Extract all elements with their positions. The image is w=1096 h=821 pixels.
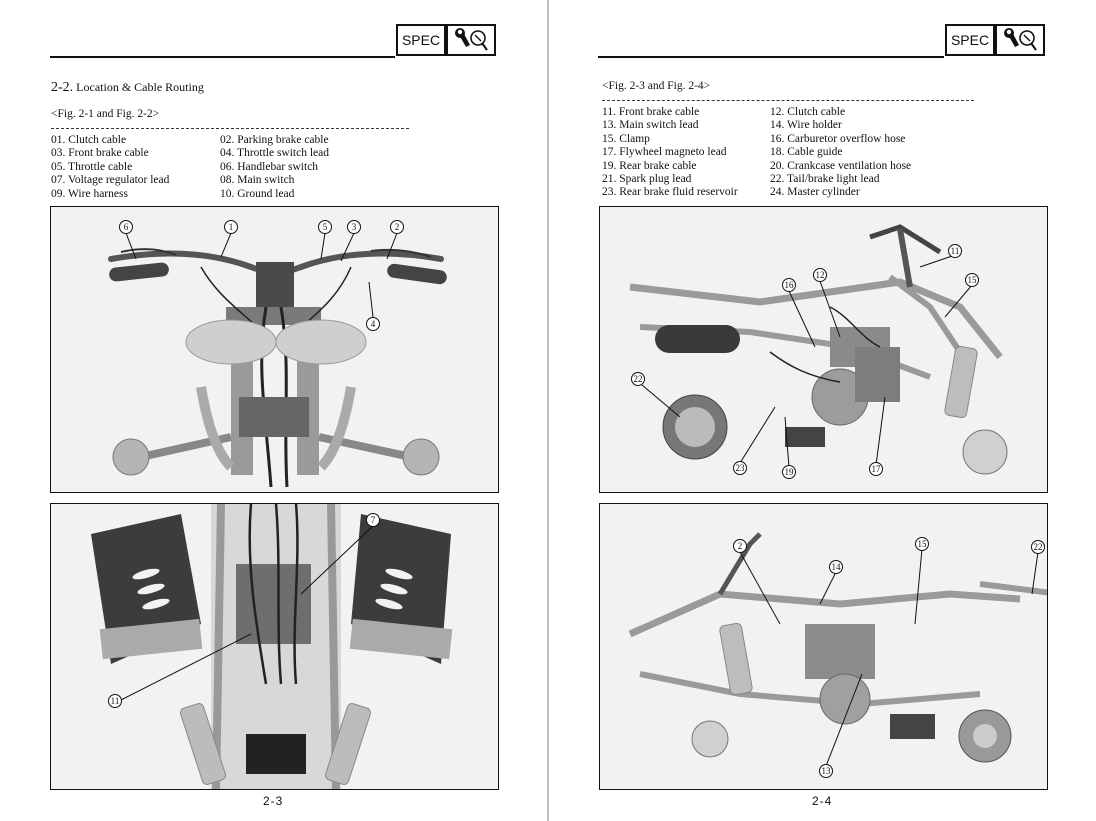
legend-item: 13. Main switch lead bbox=[602, 119, 699, 132]
legend: 11. Front brake cable 13. Main switch le… bbox=[602, 106, 1042, 202]
legend-item: 19. Rear brake cable bbox=[602, 159, 697, 172]
header-rule bbox=[50, 56, 395, 58]
legend-item: 22. Tail/brake light lead bbox=[770, 173, 880, 186]
figure-left-side-view: 11 16 12 15 22 23 19 17 bbox=[599, 206, 1048, 493]
left-page: SPEC 2-2. Location & Cable Routing <Fig.… bbox=[0, 0, 547, 821]
legend-item: 01. Clutch cable bbox=[51, 134, 127, 146]
legend-item: 14. Wire holder bbox=[770, 119, 842, 132]
callout-label: 15 bbox=[918, 539, 928, 549]
legend-item: 04. Throttle switch lead bbox=[220, 147, 330, 160]
right-page: SPEC <Fig. 2-3 and Fig. 2-4> 11. Front b… bbox=[549, 0, 1096, 821]
callout-label: 17 bbox=[872, 464, 882, 474]
spec-label: SPEC bbox=[401, 32, 441, 48]
legend-item: 06. Handlebar switch bbox=[220, 160, 319, 173]
legend-item: 24. Master cylinder bbox=[770, 186, 860, 199]
callout-label: 3 bbox=[352, 222, 357, 232]
legend-item: 05. Throttle cable bbox=[51, 160, 133, 173]
legend-item: 12. Clutch cable bbox=[770, 106, 846, 118]
spec-badge: SPEC bbox=[945, 24, 995, 56]
legend-item: 03. Front brake cable bbox=[51, 147, 149, 160]
dashed-divider bbox=[602, 100, 974, 101]
atv-front-illustration: 6 1 5 3 2 4 bbox=[51, 207, 498, 492]
section-title: 2-2. Location & Cable Routing bbox=[51, 80, 204, 96]
callout-label: 11 bbox=[111, 696, 120, 706]
legend-item: 08. Main switch bbox=[220, 174, 295, 187]
figure-right-side-view: 2 15 22 14 13 bbox=[599, 503, 1048, 790]
wrench-screwdriver-icon bbox=[446, 24, 496, 56]
spec-badge: SPEC bbox=[396, 24, 446, 56]
callout-label: 14 bbox=[832, 562, 842, 572]
callout-label: 16 bbox=[785, 280, 795, 290]
legend-item: 17. Flywheel magneto lead bbox=[602, 146, 727, 159]
legend: 01. Clutch cable 03. Front brake cable 0… bbox=[51, 134, 471, 204]
section-number: 2-2. bbox=[51, 80, 74, 95]
atv-left-side-illustration: 11 16 12 15 22 23 19 17 bbox=[600, 207, 1047, 492]
header-rule bbox=[598, 56, 944, 58]
section-title-text: Location & Cable Routing bbox=[76, 80, 204, 94]
spec-label: SPEC bbox=[950, 32, 990, 48]
figure-handlebar-front-view: 6 1 5 3 2 4 bbox=[50, 206, 499, 493]
atv-rear-illustration: 7 11 bbox=[51, 504, 498, 789]
legend-column: 01. Clutch cable 03. Front brake cable 0… bbox=[51, 134, 169, 201]
legend-item: 21. Spark plug lead bbox=[602, 173, 692, 186]
legend-item: 11. Front brake cable bbox=[602, 106, 700, 118]
page-number: 2-4 bbox=[812, 794, 833, 808]
legend-item: 23. Rear brake fluid reservoir bbox=[602, 186, 738, 199]
page-gutter bbox=[547, 0, 549, 821]
legend-column: 02. Parking brake cable 04. Throttle swi… bbox=[220, 134, 329, 201]
figure-reference: <Fig. 2-3 and Fig. 2-4> bbox=[602, 80, 711, 92]
figure-rear-underside-view: 7 11 bbox=[50, 503, 499, 790]
wrench-screwdriver-icon bbox=[995, 24, 1045, 56]
callout-label: 7 bbox=[371, 515, 376, 525]
callout-label: 13 bbox=[822, 766, 832, 776]
legend-column: 11. Front brake cable 13. Main switch le… bbox=[602, 106, 738, 200]
legend-item: 18. Cable guide bbox=[770, 146, 843, 159]
page-number: 2-3 bbox=[263, 794, 284, 808]
callout-label: 19 bbox=[785, 467, 795, 477]
callout-label: 15 bbox=[968, 275, 978, 285]
callout-label: 5 bbox=[323, 222, 328, 232]
legend-item: 09. Wire harness bbox=[51, 187, 128, 200]
callout-label: 22 bbox=[634, 374, 643, 384]
callout-label: 4 bbox=[371, 319, 376, 329]
callout-label: 6 bbox=[124, 222, 129, 232]
figure-reference: <Fig. 2-1 and Fig. 2-2> bbox=[51, 108, 160, 120]
legend-item: 10. Ground lead bbox=[220, 187, 295, 200]
atv-right-side-illustration: 2 15 22 14 13 bbox=[600, 504, 1047, 789]
legend-item: 20. Crankcase ventilation hose bbox=[770, 159, 912, 172]
legend-item: 02. Parking brake cable bbox=[220, 134, 329, 146]
callout-label: 22 bbox=[1034, 542, 1043, 552]
callout-label: 2 bbox=[738, 541, 743, 551]
callout-label: 1 bbox=[229, 222, 234, 232]
legend-item: 15. Clamp bbox=[602, 132, 650, 145]
callout-label: 23 bbox=[736, 463, 746, 473]
dashed-divider bbox=[51, 128, 409, 129]
legend-item: 07. Voltage regulator lead bbox=[51, 174, 170, 187]
callout-label: 12 bbox=[816, 270, 825, 280]
callout-label: 11 bbox=[951, 246, 960, 256]
legend-item: 16. Carburetor overflow hose bbox=[770, 132, 906, 145]
legend-column: 12. Clutch cable 14. Wire holder 16. Car… bbox=[770, 106, 911, 200]
callout-label: 2 bbox=[395, 222, 400, 232]
